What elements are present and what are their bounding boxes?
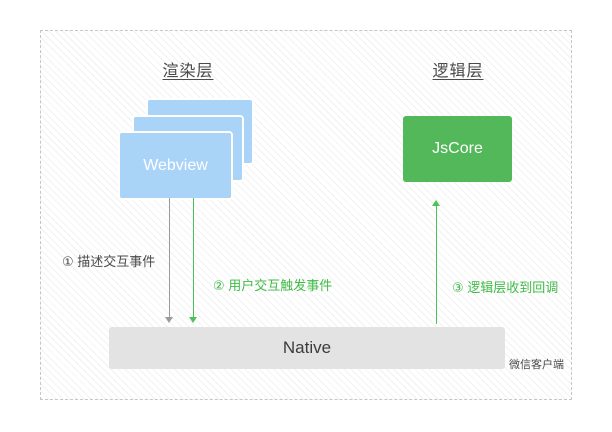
render-layer-title: 渲染层 [162, 63, 214, 80]
webview-card-front: Webview [118, 131, 233, 200]
native-label: Native [282, 338, 332, 357]
describe-event-arrow-line [169, 198, 170, 318]
wechat-client-label: 微信客户端 [509, 359, 564, 371]
diagram-frame: 渲染层 逻辑层 Webview JsCore ① 描述交互事件 ② 用户交互触发… [40, 30, 572, 400]
step-label-user-interaction: ② 用户交互触发事件 [213, 278, 333, 293]
native-bar: Native [109, 327, 505, 369]
callback-arrow-line [436, 206, 437, 324]
step-label-logic-callback: ③ 逻辑层收到回调 [452, 280, 559, 295]
logic-layer-title: 逻辑层 [432, 63, 484, 80]
describe-event-arrowhead-icon [165, 317, 173, 323]
step-label-describe-event: ① 描述交互事件 [62, 254, 156, 269]
jscore-label: JsCore [432, 140, 483, 157]
webview-label: Webview [143, 156, 208, 174]
trigger-event-arrow-line [193, 198, 194, 318]
jscore-box: JsCore [403, 116, 512, 182]
trigger-event-arrowhead-icon [189, 317, 197, 323]
callback-arrowhead-icon [432, 200, 440, 206]
